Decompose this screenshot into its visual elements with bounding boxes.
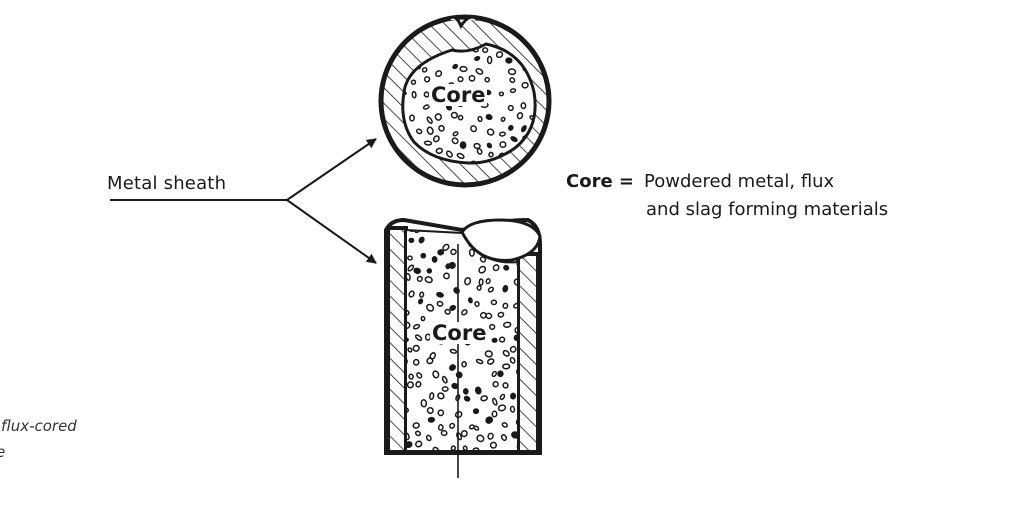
core-label-side: Core <box>430 321 489 345</box>
sheath-leader <box>110 138 377 264</box>
definition-line-1: Powdered metal, flux <box>644 171 835 192</box>
arrow-to-side-view <box>286 199 377 264</box>
sheath-wall-left <box>386 226 408 455</box>
wire-side-view <box>384 217 542 478</box>
notch <box>446 15 480 30</box>
definition-term: Core = <box>566 171 635 192</box>
figure-caption-line-2: e <box>0 445 5 460</box>
metal-sheath-label: Metal sheath <box>107 173 227 194</box>
core-label-top: Core <box>429 83 488 107</box>
definition-line-2: and slag forming materials <box>646 199 889 220</box>
sheath-wall-right <box>516 252 540 455</box>
top-opening <box>460 218 542 262</box>
arrow-to-cross-section <box>286 138 377 201</box>
figure-caption-line-1: flux-cored <box>1 417 77 435</box>
